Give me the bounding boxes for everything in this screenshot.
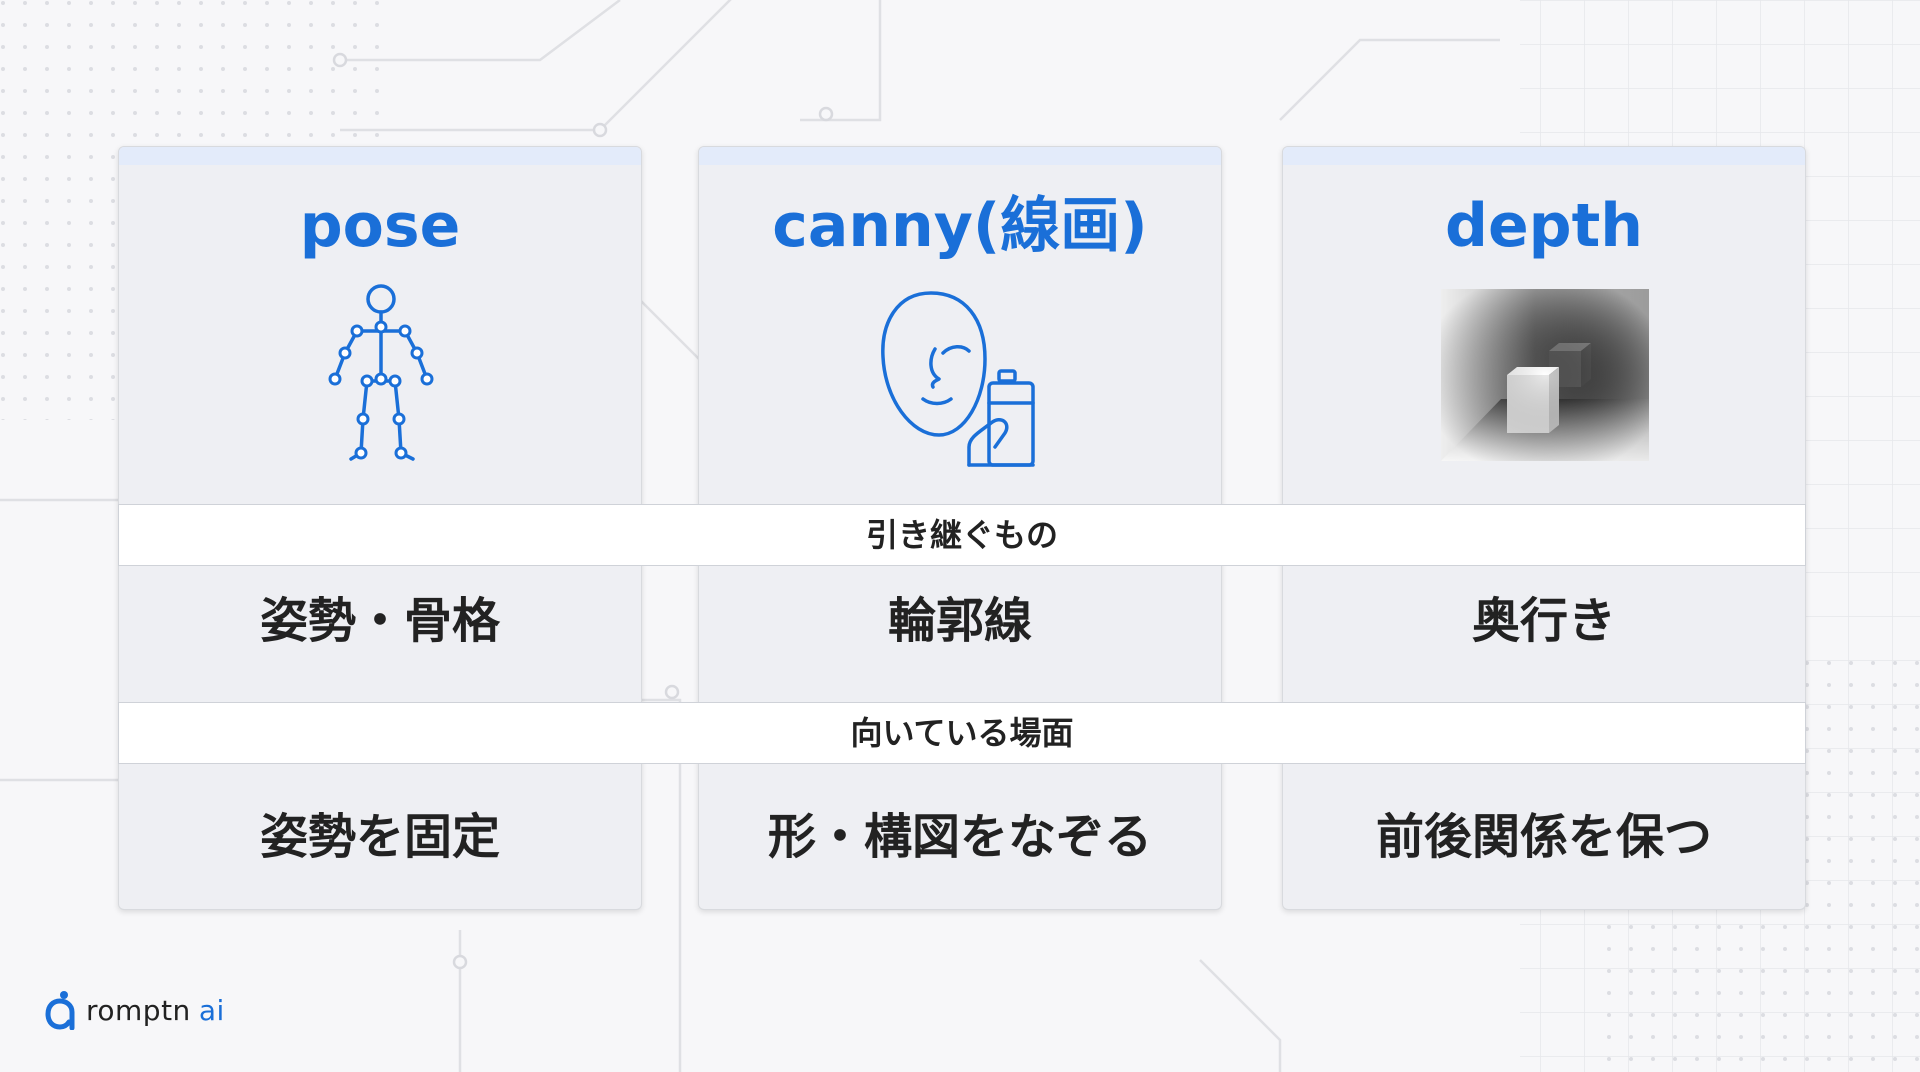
card-row-suited: 姿勢を固定 [259, 809, 500, 865]
logo-name: romptn [86, 993, 191, 1027]
card-header-strip [699, 147, 1221, 165]
card-title: canny(線画) [772, 191, 1148, 261]
card-row-inherit: 輪郭線 [887, 593, 1032, 649]
logo-suffix: ai [198, 993, 225, 1027]
card-header-strip [1283, 147, 1805, 165]
card-header-strip [119, 147, 641, 165]
card-title: pose [299, 191, 461, 261]
card-row-inherit: 姿勢・骨格 [259, 593, 500, 649]
card-row-suited: 前後関係を保つ [1375, 809, 1712, 865]
card-row-suited: 形・構図をなぞる [767, 809, 1152, 865]
card-title: depth [1445, 191, 1643, 261]
band-inherit: 引き継ぐもの [118, 504, 1806, 566]
logo-mark-icon [45, 991, 75, 1030]
depth-map-icon [1441, 289, 1649, 461]
brand-logo: romptn ai [44, 988, 225, 1032]
stick-figure-icon [328, 284, 434, 461]
card-row-inherit: 奥行き [1471, 593, 1616, 649]
band-suited: 向いている場面 [118, 702, 1806, 764]
line-drawing-icon [881, 291, 1035, 467]
